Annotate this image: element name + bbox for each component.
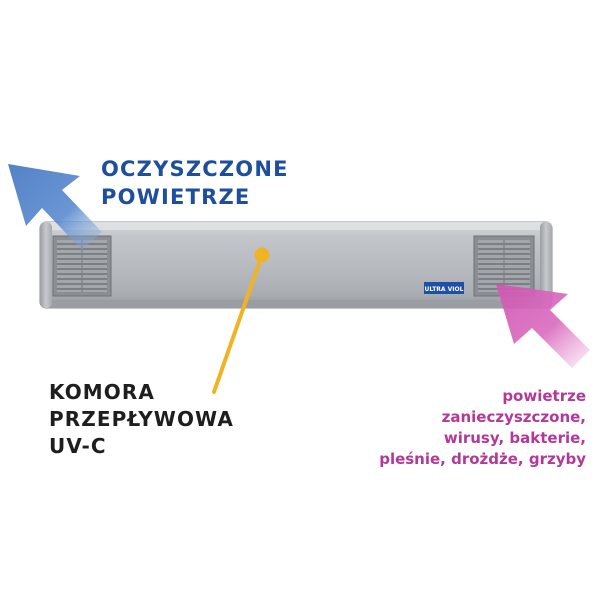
clean-air-label-line-1: OCZYSZCZONE: [101, 157, 289, 181]
contaminated-air-label-line-1: powietrze: [502, 387, 586, 405]
device-top-edge: [40, 222, 552, 230]
contaminated-air-label-line-3: wirusy, bakterie,: [443, 429, 586, 447]
clean-air-label-line-2: POWIETRZE: [101, 185, 251, 209]
brand-badge-text: ULTRA VIOL: [425, 286, 464, 293]
uv-c-device: ULTRA VIOL: [39, 221, 553, 309]
device-left-cap: [40, 222, 52, 308]
contaminated-air-label-line-4: pleśnie, drożdże, grzyby: [379, 450, 586, 468]
chamber-label: KOMORA PRZEPŁYWOWA UV-C: [49, 379, 234, 460]
device-bottom-edge: [42, 300, 550, 308]
device-right-cap: [540, 222, 552, 308]
contaminated-air-label-line-2: zanieczyszczone,: [441, 408, 586, 426]
clean-air-label: OCZYSZCZONE POWIETRZE: [101, 155, 289, 211]
chamber-label-line-2: PRZEPŁYWOWA: [49, 407, 234, 431]
brand-badge: ULTRA VIOL: [424, 282, 464, 294]
chamber-label-line-1: KOMORA: [49, 380, 155, 404]
contaminated-air-label: powietrze zanieczyszczone, wirusy, bakte…: [266, 386, 586, 470]
callout-pointer-icon: [212, 247, 270, 394]
chamber-label-line-3: UV-C: [49, 434, 107, 458]
clean-air-arrow-icon: [8, 164, 102, 250]
dirty-air-arrow-icon: [496, 284, 590, 368]
